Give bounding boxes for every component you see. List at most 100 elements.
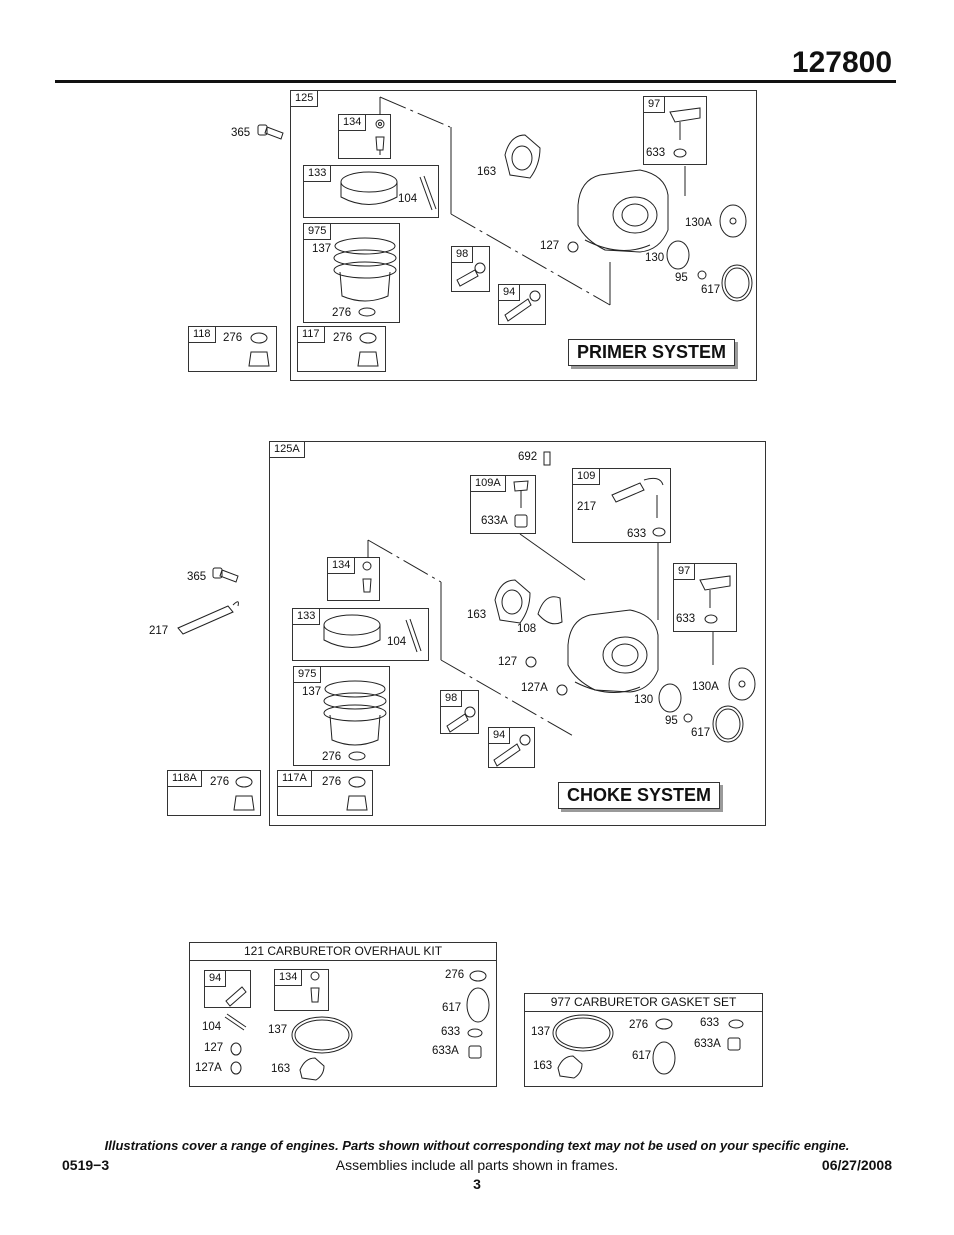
choke-box-134: 134	[327, 557, 380, 601]
label: 95	[675, 272, 688, 284]
label: 633	[646, 147, 666, 159]
primer-leader-lines	[379, 96, 686, 306]
label: 137	[312, 243, 332, 255]
label: 633A	[481, 515, 508, 527]
label: 108	[517, 623, 537, 635]
label: 617	[701, 284, 721, 296]
label: 633A	[694, 1038, 721, 1050]
primer-box-98: 98	[451, 246, 490, 292]
gasket-set-parts-icon	[552, 1014, 744, 1079]
label: 163	[271, 1063, 291, 1075]
label: 617	[632, 1050, 652, 1062]
choke-spring-217-icon	[177, 601, 239, 635]
primer-needle-98-icon	[456, 262, 486, 287]
label: 276	[445, 969, 465, 981]
label: 276	[333, 332, 353, 344]
primer-drain-118-icon	[248, 332, 379, 367]
primer-box-133: 133	[303, 165, 439, 218]
label: 127	[498, 656, 518, 668]
gasket-set-title: 977 CARBURETOR GASKET SET	[525, 994, 762, 1012]
primer-system-frame: 125	[290, 90, 757, 381]
choke-float-975-icon	[323, 680, 387, 761]
choke-lever-109-icon	[611, 477, 666, 537]
header-rule	[55, 80, 896, 83]
overhaul-box-94: 94	[204, 970, 251, 1008]
label: 137	[531, 1026, 551, 1038]
label: 127	[540, 240, 560, 252]
overhaul-box-134: 134	[274, 969, 329, 1011]
model-number: 127800	[791, 46, 892, 79]
choke-parts-134-icon	[362, 561, 372, 593]
label: 163	[477, 166, 497, 178]
choke-box-97: 97	[673, 563, 737, 632]
footer-note: Illustrations cover a range of engines. …	[104, 1138, 850, 1153]
label: 276	[629, 1019, 649, 1031]
label: 163	[533, 1060, 553, 1072]
label: 137	[302, 686, 322, 698]
choke-box-98: 98	[440, 690, 479, 734]
label: 217	[577, 501, 597, 513]
label: 130	[634, 694, 654, 706]
primer-carburetor-body-icon	[567, 169, 669, 253]
choke-frame-tag: 125A	[269, 441, 305, 458]
label: 127	[204, 1042, 224, 1054]
primer-box-118: 118	[188, 326, 277, 372]
choke-box-117A: 117A	[277, 770, 373, 816]
primer-box-94: 94	[498, 284, 546, 325]
primer-system-label: PRIMER SYSTEM	[568, 339, 736, 366]
choke-plates-130-icon	[658, 667, 756, 743]
assemblies-note: Assemblies include all parts shown in fr…	[335, 1157, 619, 1173]
label: 104	[387, 636, 407, 648]
overhaul-kit-parts-icon	[224, 970, 490, 1081]
label: 276	[322, 751, 342, 763]
page-number: 3	[473, 1176, 481, 1192]
label: 276	[322, 776, 342, 788]
primer-choke-cup-133-icon	[340, 171, 437, 211]
choke-gasket-163-icon	[494, 579, 563, 625]
primer-box-97: 97	[643, 96, 707, 165]
doc-code: 0519−3	[62, 1157, 110, 1173]
label: 104	[202, 1021, 222, 1033]
overhaul-kit-title: 121 CARBURETOR OVERHAUL KIT	[190, 943, 496, 961]
choke-bracket-97-icon	[699, 575, 731, 624]
label: 617	[691, 727, 711, 739]
choke-drain-118A-icon	[233, 776, 368, 811]
gasket-set-frame: 977 CARBURETOR GASKET SET	[524, 993, 763, 1087]
label: 130A	[692, 681, 719, 693]
primer-screw-365-icon	[257, 124, 284, 140]
print-date: 06/27/2008	[821, 1157, 892, 1173]
choke-spring-692-icon	[543, 451, 551, 466]
primer-box-134: 134	[338, 114, 391, 159]
label: 365	[231, 127, 251, 139]
label: 95	[665, 715, 678, 727]
label: 276	[332, 307, 352, 319]
choke-cup-133-icon	[323, 614, 422, 653]
label: 633	[441, 1026, 461, 1038]
label: 130A	[685, 217, 712, 229]
label: 617	[442, 1002, 462, 1014]
label: 127A	[521, 682, 548, 694]
label: 127A	[195, 1062, 222, 1074]
label: 217	[149, 625, 169, 637]
primer-parts-134-icon	[375, 119, 385, 155]
label: 633	[627, 528, 647, 540]
choke-system-frame: 125A	[269, 441, 766, 826]
choke-screw-365-icon	[212, 567, 239, 583]
choke-box-109: 109	[572, 468, 671, 543]
choke-leader-lines	[367, 533, 714, 738]
primer-frame-tag: 125	[290, 90, 319, 107]
label: 276	[223, 332, 243, 344]
label: 633	[700, 1017, 720, 1029]
label: 137	[268, 1024, 288, 1036]
choke-lever-109A-icon	[513, 480, 529, 528]
primer-needle-94-icon	[504, 290, 541, 322]
label: 104	[398, 193, 418, 205]
primer-box-117: 117	[297, 326, 386, 372]
primer-box-975: 975	[303, 223, 400, 323]
choke-box-118A: 118A	[167, 770, 261, 816]
label: 163	[467, 609, 487, 621]
choke-box-94: 94	[488, 727, 535, 768]
primer-bracket-97-icon	[669, 107, 701, 158]
label: 633A	[432, 1045, 459, 1057]
